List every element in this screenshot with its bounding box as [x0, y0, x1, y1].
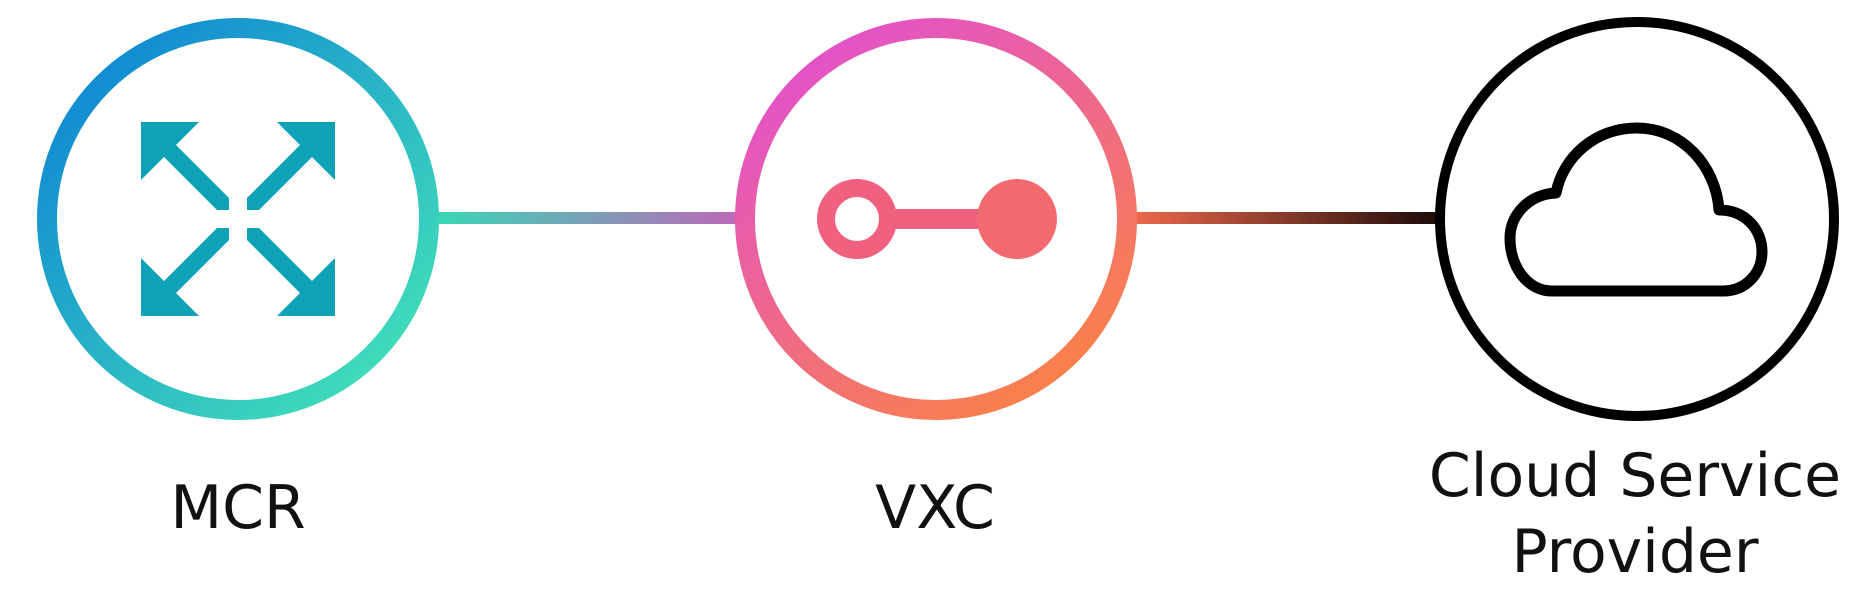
node-vxc [735, 18, 1137, 420]
mcr-label: MCR [170, 473, 306, 543]
node-mcr [37, 18, 439, 420]
link-mcr-vxc [432, 212, 747, 224]
arrow-bottom-left-icon [141, 228, 229, 316]
vxc-label: VXC [875, 473, 995, 543]
arrow-top-right-icon [247, 122, 335, 210]
expand-arrows-icon [141, 122, 335, 316]
arrow-bottom-right-icon [247, 228, 335, 316]
arrow-top-left-icon [141, 122, 229, 210]
mcr-ring [37, 18, 439, 420]
csp-ring [1435, 17, 1839, 421]
node-csp [1435, 17, 1839, 421]
connector-bar [886, 209, 986, 229]
cloud-service-provider-label: Cloud Service Provider [1395, 438, 1870, 590]
csp-label-line-2: Provider [1511, 517, 1759, 587]
connector-solid-end [977, 179, 1057, 259]
link-vxc-csp [1130, 212, 1442, 224]
cloud-icon [1504, 122, 1768, 297]
connector-icon [817, 179, 1057, 259]
csp-label-line-1: Cloud Service [1428, 441, 1842, 511]
